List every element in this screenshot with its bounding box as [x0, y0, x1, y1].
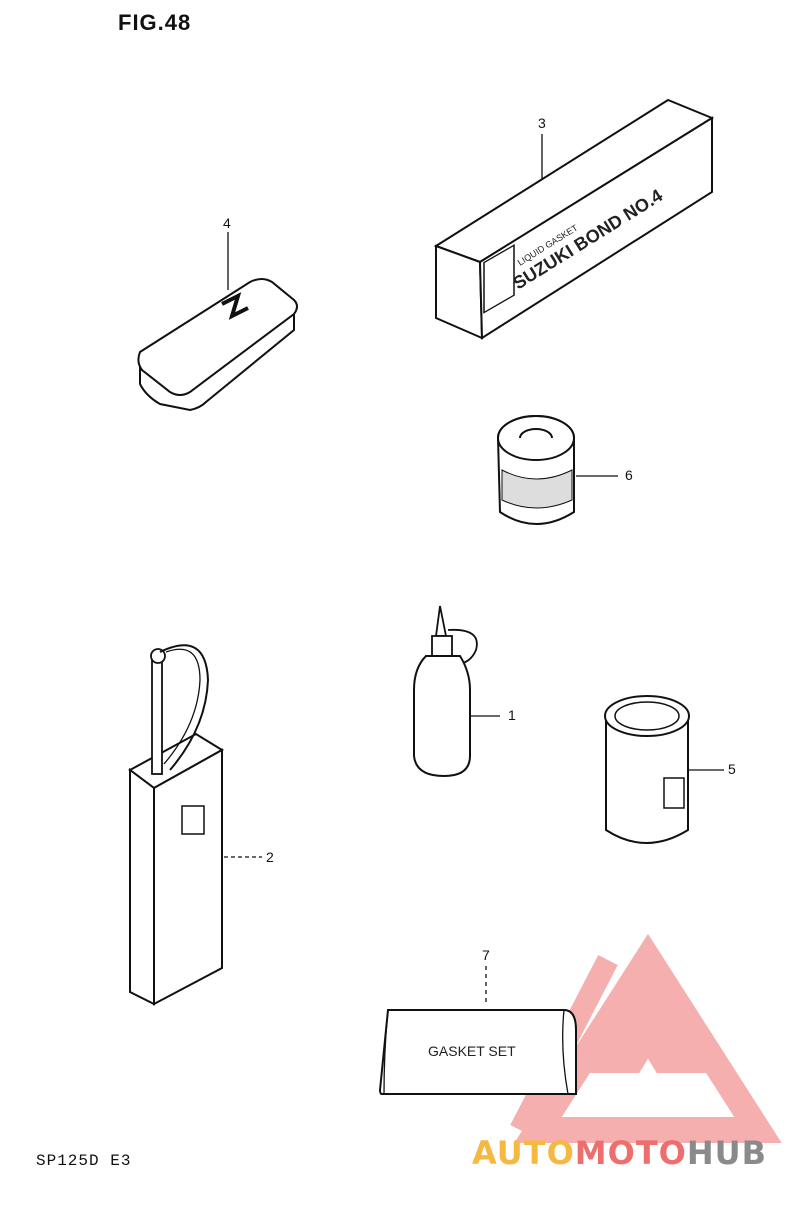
callout-6: 6 [625, 467, 633, 483]
callout-1: 1 [508, 707, 516, 723]
callout-3: 3 [538, 115, 546, 131]
part-3-bond-box: LIQUID GASKET SUZUKI BOND NO.4 [433, 98, 715, 340]
callout-7: 7 [482, 947, 490, 963]
part-7-gasket-set: GASKET SET [378, 966, 577, 1095]
callout-5: 5 [728, 761, 736, 777]
figure-title: FIG.48 [118, 10, 192, 35]
watermark-part-moto: MOTO [574, 1134, 687, 1172]
gasket-set-print: GASKET SET [428, 1043, 516, 1059]
part-4-tube-case [137, 232, 298, 412]
part-6-grease-can-short [497, 415, 618, 525]
part-5-grease-can-tall [604, 695, 724, 844]
part-2-oil-can [128, 644, 262, 1006]
callout-4: 4 [223, 215, 231, 231]
watermark-part-auto: AUTO [472, 1134, 575, 1172]
figure-footer: SP125D E3 [36, 1152, 132, 1170]
part-1-oil-bottle [413, 605, 500, 778]
watermark-text: AUTOMOTOHUB [472, 1134, 767, 1172]
watermark-part-hub: HUB [686, 1134, 768, 1172]
callout-2: 2 [266, 849, 274, 865]
